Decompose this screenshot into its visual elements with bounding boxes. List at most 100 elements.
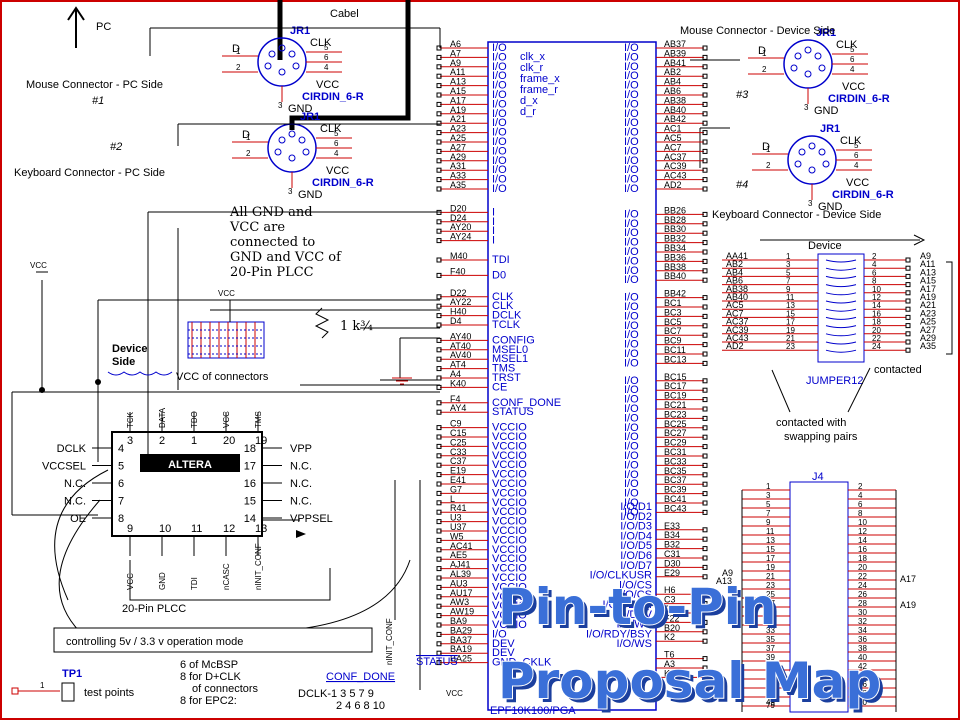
din-pin: [288, 130, 296, 138]
pin-pad: [702, 555, 708, 561]
pin-pad: [702, 148, 708, 154]
j4-right-num: 30: [858, 608, 867, 617]
fpga-left-pin: A15: [450, 86, 466, 96]
plcc-body: [111, 431, 263, 537]
jumper-left-pin: AC5: [726, 300, 744, 310]
jumper-left-pin: AD2: [726, 341, 744, 351]
pin-pad: [436, 73, 442, 79]
fpga-right-func: I/O: [624, 42, 639, 54]
fpga-left-func: I: [492, 206, 495, 218]
fpga-right-pin: BC23: [664, 409, 687, 419]
fpga-left-func: VCCIO: [492, 553, 527, 565]
din-pin-num: 2: [766, 161, 771, 170]
jumper-right-pin: A25: [920, 317, 936, 327]
j4-right-tag: A19: [900, 600, 916, 610]
pin-pad: [702, 211, 708, 217]
j4-right-num: 50: [858, 698, 867, 707]
fpga-left-pin: A19: [450, 105, 466, 115]
fpga-right-pin: B32: [664, 540, 680, 550]
fpga-left-pin: C25: [450, 437, 467, 447]
fpga-left-pin: R41: [450, 503, 467, 513]
pin-pad: [702, 527, 708, 533]
pin-pad: [702, 674, 708, 680]
fpga-right-pin: B20: [664, 623, 680, 633]
jumper-left-num: 23: [786, 342, 795, 351]
fpga-left-pin: AJ41: [450, 560, 471, 570]
pin-pad: [702, 83, 708, 89]
j4-right-num: 20: [858, 563, 867, 572]
pin-pad: [702, 360, 708, 366]
fpga-right-pin: F22: [664, 613, 680, 623]
j4-right-num: 28: [858, 599, 867, 608]
note-line-4: GND and VCC of: [230, 250, 342, 265]
curve-wire: [54, 469, 109, 601]
pin-pad: [702, 167, 708, 173]
fpga-right-pin: A3: [664, 659, 675, 669]
fpga-right-pin: BC27: [664, 428, 687, 438]
fpga-right-pin: H6: [664, 585, 676, 595]
pin-pad: [702, 332, 708, 338]
din-pin-num: 4: [854, 161, 859, 170]
fpga-left-func: I/O: [492, 51, 507, 63]
fpga-left-pin: D22: [450, 288, 467, 298]
fpga-right-func: I/O: [624, 227, 639, 239]
fpga-right-func: I/O: [624, 301, 639, 313]
jumper-right-pin: A23: [920, 308, 936, 318]
device-side-label-1: Device: [112, 343, 147, 355]
fpga-right-func: I/O: [624, 89, 639, 101]
jumper-link: [825, 325, 857, 329]
pin-pad: [436, 272, 442, 278]
pin-pad: [436, 356, 442, 362]
fpga-left-func: VCCIO: [492, 440, 527, 452]
j4-right-num: 26: [858, 590, 867, 599]
fpga-signal-name: d_r: [520, 106, 536, 118]
fpga-right-special-func: I/O/CLKUSR: [590, 570, 652, 582]
pin-pad: [436, 139, 442, 145]
pin-pad: [702, 64, 708, 70]
pin-pad: [702, 268, 708, 274]
fpga-right-pin: AC37: [664, 152, 687, 162]
din-pin: [818, 64, 826, 72]
fpga-right-special-func: I/O/D6: [620, 550, 652, 562]
pin-pad: [702, 130, 708, 136]
jumper-right-num: 16: [872, 309, 881, 318]
jumper-left-num: 5: [786, 268, 791, 277]
j4-left-num: 49: [766, 698, 775, 707]
j4-left-num: 7: [766, 509, 771, 518]
j4-left-num: 47: [766, 689, 775, 698]
pin-pad: [436, 425, 442, 431]
fpga-left-func: I/O: [492, 42, 507, 54]
fpga-right-pin: T6: [664, 650, 675, 660]
fpga-right-func: I/O: [624, 51, 639, 63]
pin-pad: [436, 434, 442, 440]
din-ref: JR1: [820, 123, 840, 135]
jumper-right-num: 24: [872, 342, 881, 351]
plcc-bottom-name: VCC: [126, 573, 135, 590]
pin-pad: [436, 366, 442, 372]
fpga-right-pin: BC39: [664, 485, 687, 495]
fpga-right-func: I/O: [624, 348, 639, 360]
j4-left-num: 29: [766, 608, 775, 617]
jumper-label: JUMPER12: [806, 375, 863, 387]
plcc-top-name: TCK: [126, 411, 135, 428]
fpga-left-func: VCCIO: [492, 600, 527, 612]
fpga-left-func: VCCIO: [492, 516, 527, 528]
jumper-left-pin: AB38: [726, 284, 748, 294]
fpga-right-pin: AC7: [664, 142, 682, 152]
j4-left-num: 35: [766, 635, 775, 644]
j4-right-num: 22: [858, 572, 867, 581]
fpga-right-special-func: I/O/D3: [620, 521, 652, 533]
resistor-value: 1 k¾: [340, 319, 373, 334]
din-pin: [822, 160, 830, 168]
plcc-bottom-name: nINIT_CONF: [254, 543, 263, 590]
pin-pad: [436, 650, 442, 656]
fpga-right-func: I/O: [624, 450, 639, 462]
fpga-left-func: VCCIO: [492, 544, 527, 556]
fpga-left-func: I/O: [492, 61, 507, 73]
curve-wire: [58, 499, 101, 633]
pin-pad: [702, 54, 708, 60]
din-d-label: D: [762, 141, 770, 153]
fpga-right-pin: BC1: [664, 298, 682, 308]
